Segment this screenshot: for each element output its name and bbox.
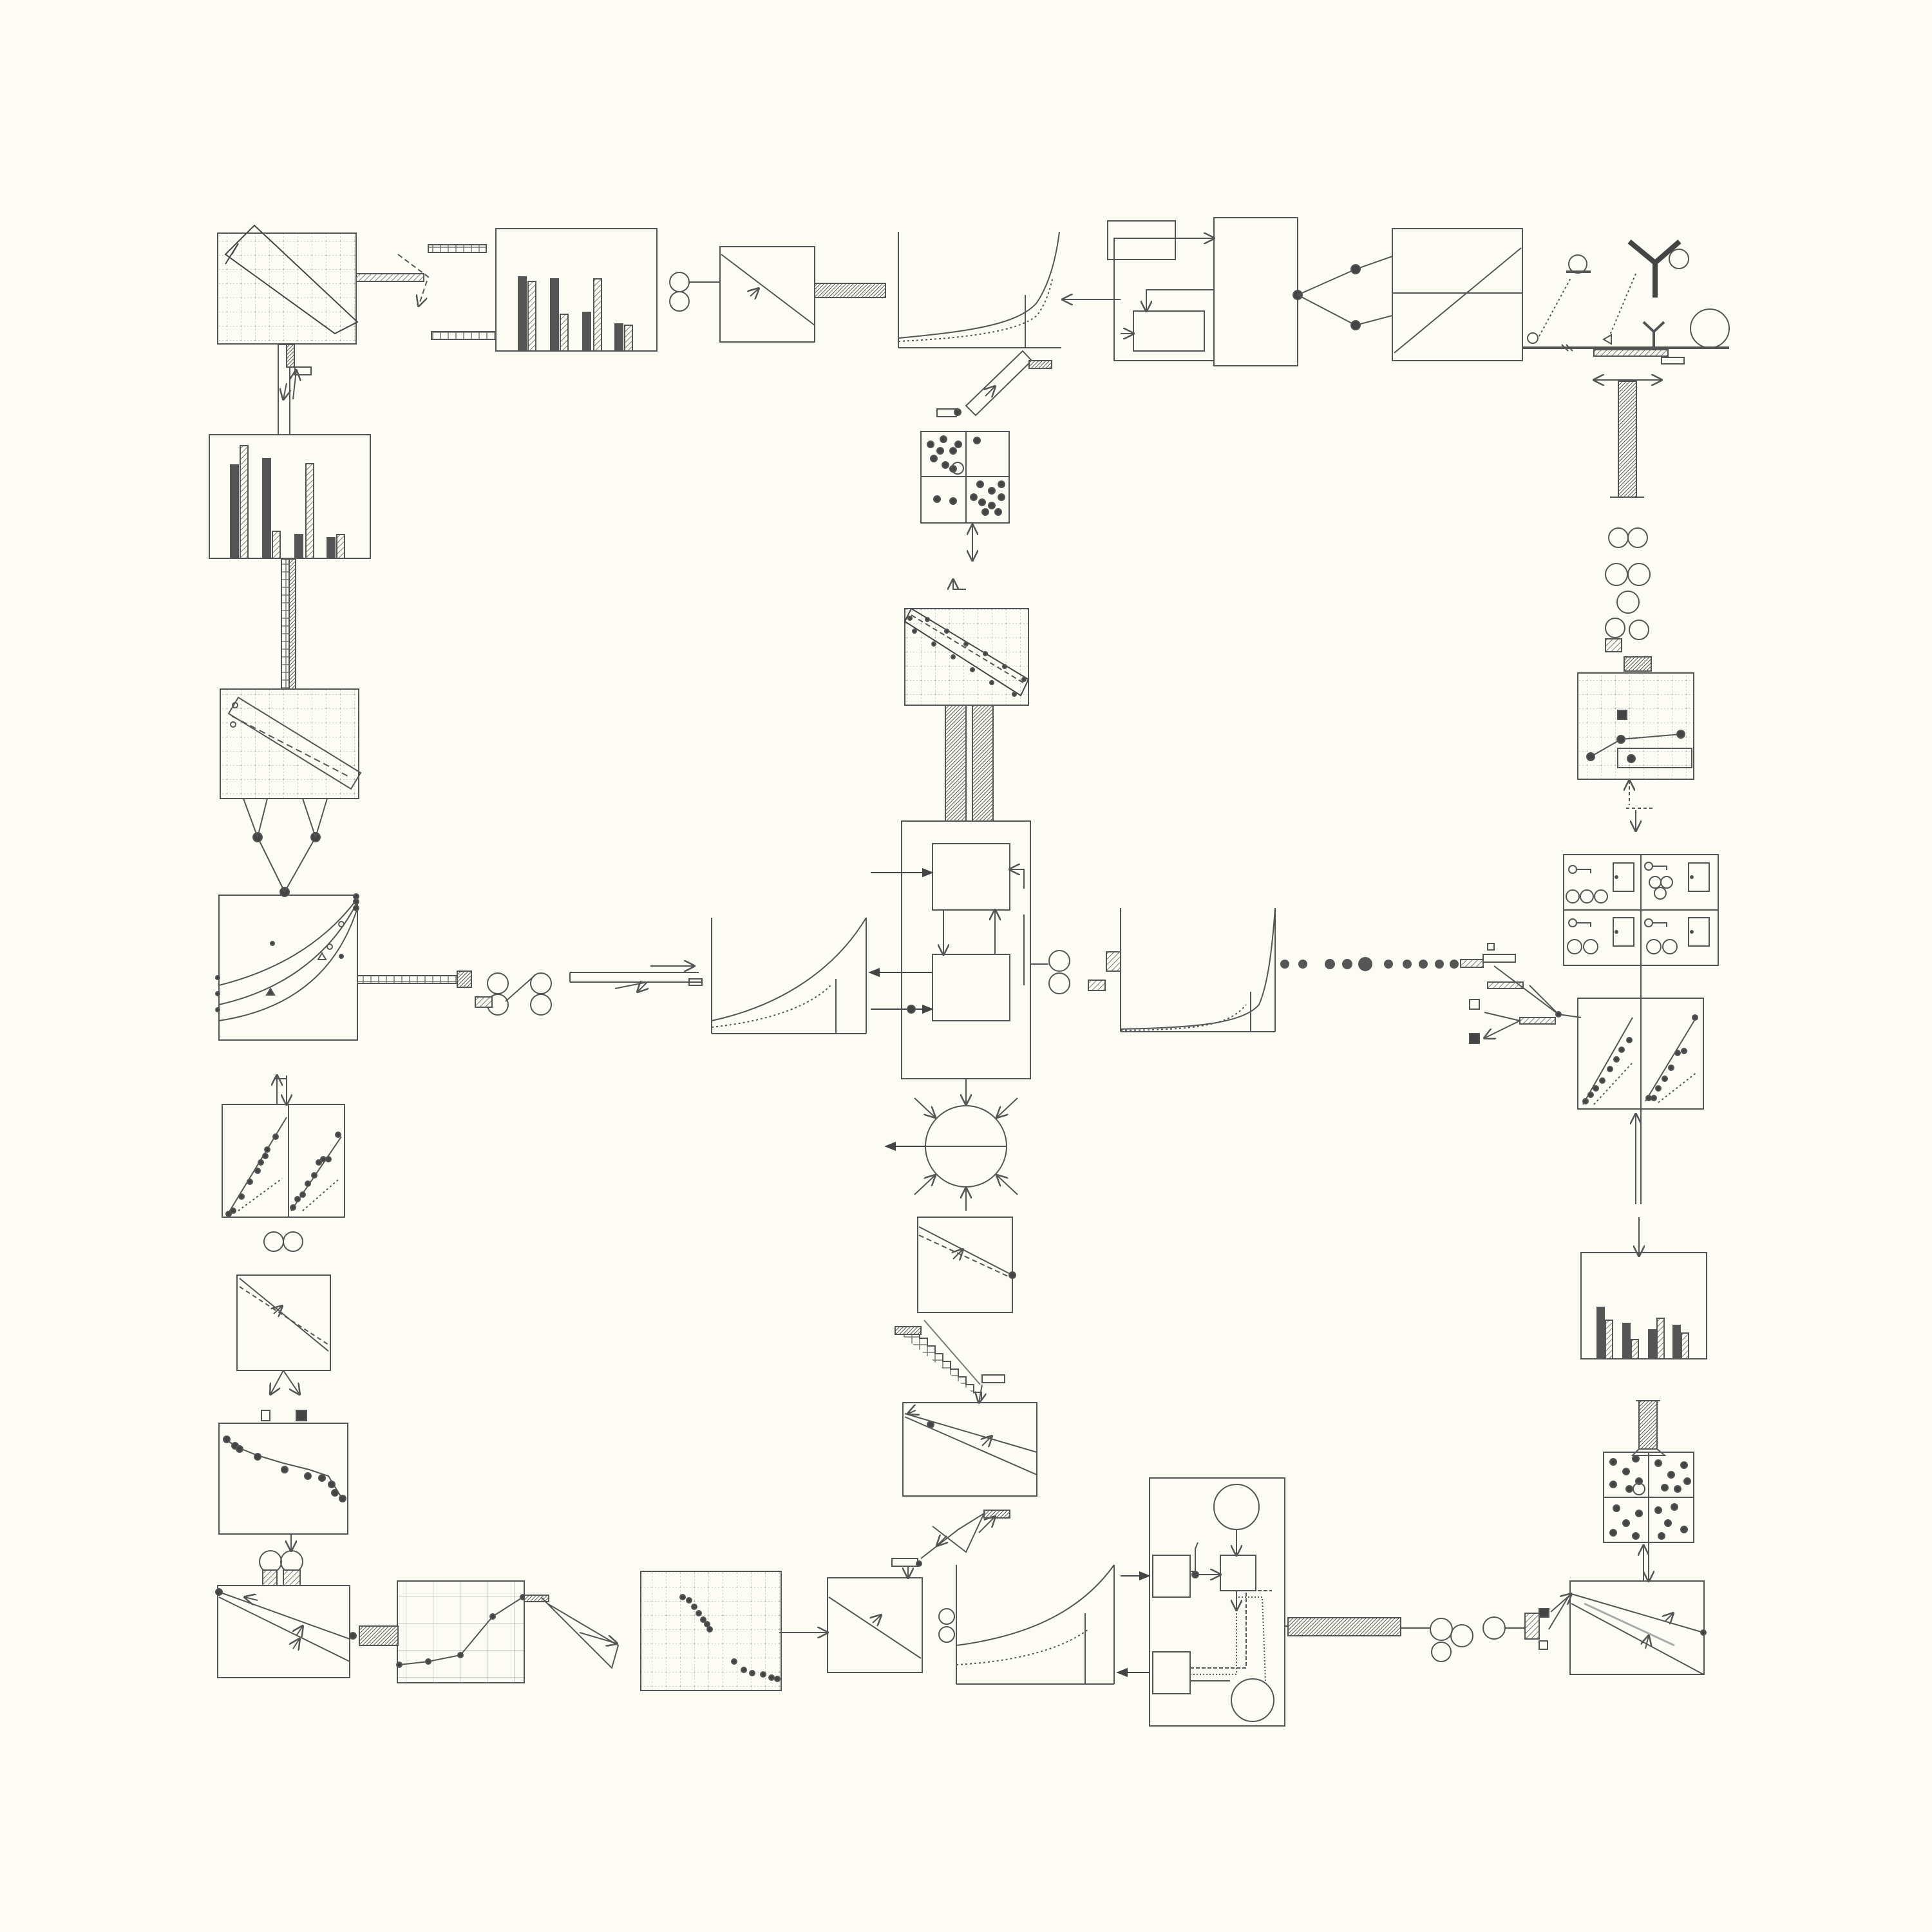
connector-circles-center-right bbox=[1030, 950, 1121, 994]
panel-line-left-lower bbox=[236, 1231, 331, 1421]
panel-dot-quadrants-right bbox=[1603, 1452, 1694, 1543]
connector-circles-left-mid bbox=[357, 966, 703, 1016]
panel-split-scatter-right bbox=[1577, 998, 1704, 1110]
antibody-track bbox=[1522, 239, 1730, 380]
circle-pair-top-1 bbox=[669, 272, 720, 312]
panel-line-center-bottom bbox=[891, 1402, 1037, 1578]
connector-arrows-right-3 bbox=[1643, 1542, 1649, 1581]
panel-bar-chart-right bbox=[1580, 1252, 1707, 1359]
panel-exponential-bottom bbox=[938, 1564, 1115, 1685]
connector-arrows-right-1 bbox=[1626, 781, 1655, 831]
connector-band-right-1 bbox=[1610, 381, 1644, 498]
panel-grid-band-top-left bbox=[217, 224, 359, 345]
panel-circuit-bottom bbox=[1116, 1477, 1288, 1727]
connector-splitter-right bbox=[1460, 943, 1582, 1043]
panel-line-top-right bbox=[1392, 228, 1523, 361]
panel-bar-chart-top bbox=[495, 228, 658, 352]
panel-key-door-grid bbox=[1563, 854, 1719, 966]
panel-scatter-grid-bottom bbox=[640, 1571, 782, 1691]
dotted-chain-right bbox=[1280, 957, 1459, 971]
panel-exponential-top bbox=[898, 231, 1121, 348]
panel-scatter-left-bottom bbox=[218, 1423, 348, 1551]
panel-line-top bbox=[719, 246, 886, 343]
center-node-cross bbox=[884, 1079, 1018, 1211]
fork-node-top bbox=[1293, 256, 1393, 330]
panel-nested-blocks-top bbox=[1107, 217, 1298, 366]
circle-stack-right bbox=[1605, 527, 1652, 672]
connector-band-1 bbox=[355, 244, 497, 340]
panel-grid-band-center bbox=[904, 607, 1030, 706]
panel-line-bottom-mid bbox=[779, 1577, 923, 1673]
connector-band-right-2 bbox=[1631, 1400, 1667, 1456]
panel-line-grid-bottom bbox=[396, 1580, 618, 1683]
connector-bottom-right bbox=[1287, 1594, 1571, 1662]
panel-grid-band-left bbox=[220, 688, 362, 799]
panel-exponential-center-right bbox=[1120, 907, 1276, 1032]
connector-band-left bbox=[281, 558, 296, 690]
connector-arrows-right-2 bbox=[1636, 965, 1641, 1256]
panel-line-center-lower bbox=[917, 1217, 1016, 1313]
panel-line-bottom-left bbox=[215, 1550, 399, 1678]
connector-left-top bbox=[278, 344, 312, 435]
panel-grid-right bbox=[1577, 672, 1694, 780]
panel-dot-quadrants-center bbox=[920, 431, 1010, 589]
connector-staircase bbox=[895, 1320, 1005, 1403]
connector-band-center bbox=[945, 705, 994, 822]
panel-split-scatter-left bbox=[222, 1075, 345, 1218]
connector-center-top bbox=[936, 350, 1052, 417]
panel-central-block bbox=[868, 820, 1031, 1079]
panel-bar-chart-left bbox=[209, 434, 371, 559]
panel-line-bottom-right bbox=[1569, 1580, 1707, 1675]
panel-exponential-center-left bbox=[711, 917, 867, 1034]
panel-curves-left bbox=[215, 798, 359, 1041]
